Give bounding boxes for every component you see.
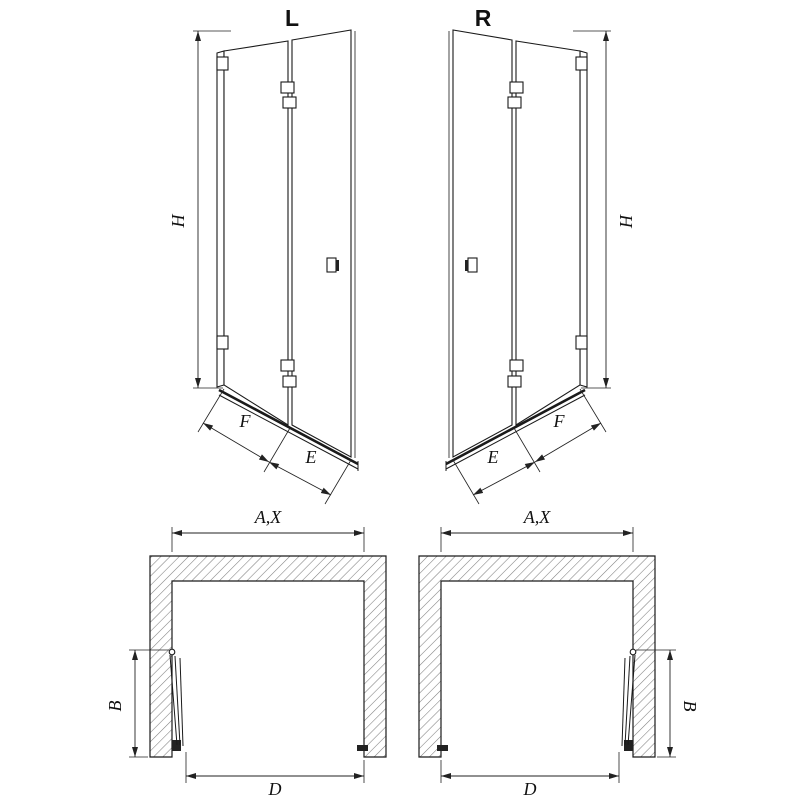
hinge-bracket <box>509 359 524 372</box>
threshold-rail-edge <box>218 394 359 470</box>
threshold-rail-edge <box>445 394 586 470</box>
dim-label-ax: A,X <box>254 507 282 527</box>
opposite-jamb-profile <box>437 745 448 751</box>
dim-label-ax: A,X <box>523 507 551 527</box>
door-panel-fixed <box>515 40 581 426</box>
hinge-bracket <box>280 81 295 94</box>
folded-door-panel <box>179 657 184 747</box>
door-pivot-knob <box>629 648 637 656</box>
extension-line <box>579 388 607 433</box>
hinge-bracket <box>216 56 229 71</box>
extension-line <box>197 388 225 433</box>
wall-section <box>418 555 656 758</box>
dim-label-e: E <box>305 447 317 467</box>
hinge-bracket <box>575 335 588 350</box>
folded-door-panel <box>174 655 181 746</box>
elevation-right: R H F E <box>445 5 636 505</box>
plan-right: A,X B D <box>418 507 700 799</box>
door-pivot-knob <box>168 648 176 656</box>
door-handle <box>326 257 337 273</box>
plan-left: A,X B D <box>105 507 387 799</box>
dimension-line-e <box>268 461 332 496</box>
dim-label-e: E <box>487 447 499 467</box>
dimension-line-e <box>472 461 536 496</box>
dimension-line-f <box>534 422 602 463</box>
wall-section <box>149 555 387 758</box>
door-handle <box>467 257 478 273</box>
opposite-jamb-profile <box>357 745 368 751</box>
hinge-bracket <box>282 96 297 109</box>
dim-label-f: F <box>553 411 566 431</box>
dim-label-b: B <box>105 701 125 712</box>
hinge-bracket <box>280 359 295 372</box>
door-mount-bracket <box>624 740 633 751</box>
door-handle-side <box>336 260 339 271</box>
hinge-bracket <box>507 375 522 388</box>
elevation-left: L H F E <box>168 5 359 505</box>
hinge-bracket <box>509 81 524 94</box>
door-panel-fixed <box>223 40 289 426</box>
folded-door-panel <box>169 654 178 746</box>
hinge-bracket <box>282 375 297 388</box>
variant-label-left: L <box>285 5 299 31</box>
dimension-line-f <box>202 422 270 463</box>
dim-label-d: D <box>268 779 282 799</box>
door-panel-folding <box>291 29 352 458</box>
folded-door-panel <box>627 654 636 746</box>
dim-label-d: D <box>523 779 537 799</box>
extension-line <box>513 427 541 473</box>
folded-door-panel <box>621 657 626 747</box>
threshold-rail <box>445 388 586 466</box>
extension-line <box>263 427 291 473</box>
door-handle-side <box>465 260 468 271</box>
door-mount-bracket <box>172 740 181 751</box>
door-panel-folding <box>452 29 513 458</box>
extension-line <box>324 459 352 505</box>
extension-line <box>452 459 480 505</box>
threshold-rail <box>218 388 359 466</box>
dim-label-h: H <box>168 214 188 229</box>
dim-label-b: B <box>680 701 700 712</box>
variant-label-right: R <box>475 5 492 31</box>
folded-door-panel <box>624 655 631 746</box>
hinge-bracket <box>507 96 522 109</box>
dim-label-h: H <box>616 214 636 229</box>
hinge-bracket <box>575 56 588 71</box>
hinge-bracket <box>216 335 229 350</box>
dim-label-f: F <box>239 411 252 431</box>
